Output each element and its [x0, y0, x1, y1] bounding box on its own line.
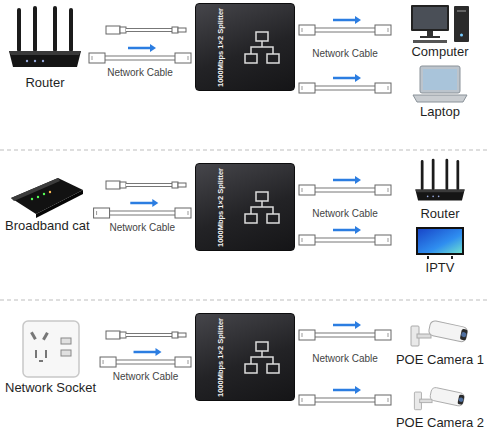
- device: POE Camera 1: [395, 318, 485, 367]
- device: POE Camera 2: [395, 385, 485, 430]
- splitter-label: 1000Mbps 1×2 Splitter: [216, 168, 225, 247]
- tv-icon: [415, 226, 465, 260]
- device-label: Router: [395, 206, 485, 221]
- cable-label: Network Cable: [111, 371, 181, 383]
- device: Broadband cat: [5, 172, 90, 233]
- arrow-head: [355, 386, 361, 394]
- arrow-head: [150, 44, 156, 52]
- arrow-head: [152, 199, 158, 207]
- network-cable: [89, 44, 191, 63]
- device: Router: [395, 158, 485, 221]
- device: Router: [5, 5, 85, 90]
- device-label: IPTV: [395, 260, 485, 275]
- arrow-head: [355, 226, 361, 234]
- splitter-box: 1000Mbps 1×2 Splitter: [195, 3, 295, 91]
- cable-label: Network Cable: [107, 222, 177, 234]
- network-cable: [299, 386, 391, 405]
- network-cable: [299, 16, 391, 35]
- arrow-head: [156, 348, 162, 356]
- splitter-label: 1000Mbps 1×2 Splitter: [216, 318, 225, 397]
- row-separator: [0, 150, 488, 151]
- cable-label: Network Cable: [310, 208, 380, 220]
- usb-power-cable: [106, 181, 186, 189]
- arrow-head: [355, 321, 361, 329]
- arrow-head: [355, 176, 361, 184]
- network-cable: [94, 199, 191, 218]
- network-cable: [299, 74, 391, 93]
- splitter-label: 1000Mbps 1×2 Splitter: [216, 8, 225, 87]
- network-cable: [299, 176, 391, 195]
- network-cable: [100, 348, 191, 367]
- usb-power-cable: [106, 331, 186, 339]
- cable-label: Network Cable: [105, 67, 175, 79]
- arrow-head: [355, 16, 361, 24]
- network-cable: [299, 321, 391, 340]
- network-symbol: [242, 190, 282, 226]
- laptop-icon: [410, 64, 470, 104]
- device-label: Network Socket: [5, 380, 96, 395]
- cam-icon: [409, 318, 471, 352]
- cam-icon: [411, 385, 469, 415]
- pc-icon: [409, 2, 471, 44]
- splitter-box: 1000Mbps 1×2 Splitter: [195, 313, 295, 401]
- modem-icon: [8, 172, 86, 218]
- socket-icon: [20, 318, 82, 380]
- device-label: POE Camera 2: [395, 415, 485, 430]
- device-label: Laptop: [395, 104, 485, 119]
- row-separator: [0, 300, 488, 301]
- device-label: Broadband cat: [5, 218, 90, 233]
- device-label: Computer: [395, 44, 485, 59]
- device-label: Router: [5, 75, 85, 90]
- network-symbol: [242, 340, 282, 376]
- router-icon: [412, 158, 468, 206]
- device-label: POE Camera 1: [395, 352, 485, 367]
- router-icon: [5, 5, 85, 75]
- device: Network Socket: [5, 318, 96, 395]
- network-symbol: [242, 30, 282, 66]
- cable-label: Network Cable: [310, 48, 380, 60]
- network-cable: [299, 226, 391, 245]
- arrow-head: [355, 74, 361, 82]
- device: Computer: [395, 2, 485, 59]
- device: Laptop: [395, 64, 485, 119]
- splitter-box: 1000Mbps 1×2 Splitter: [195, 163, 295, 251]
- device: IPTV: [395, 226, 485, 275]
- cable-label: Network Cable: [310, 353, 380, 365]
- usb-power-cable: [106, 26, 186, 34]
